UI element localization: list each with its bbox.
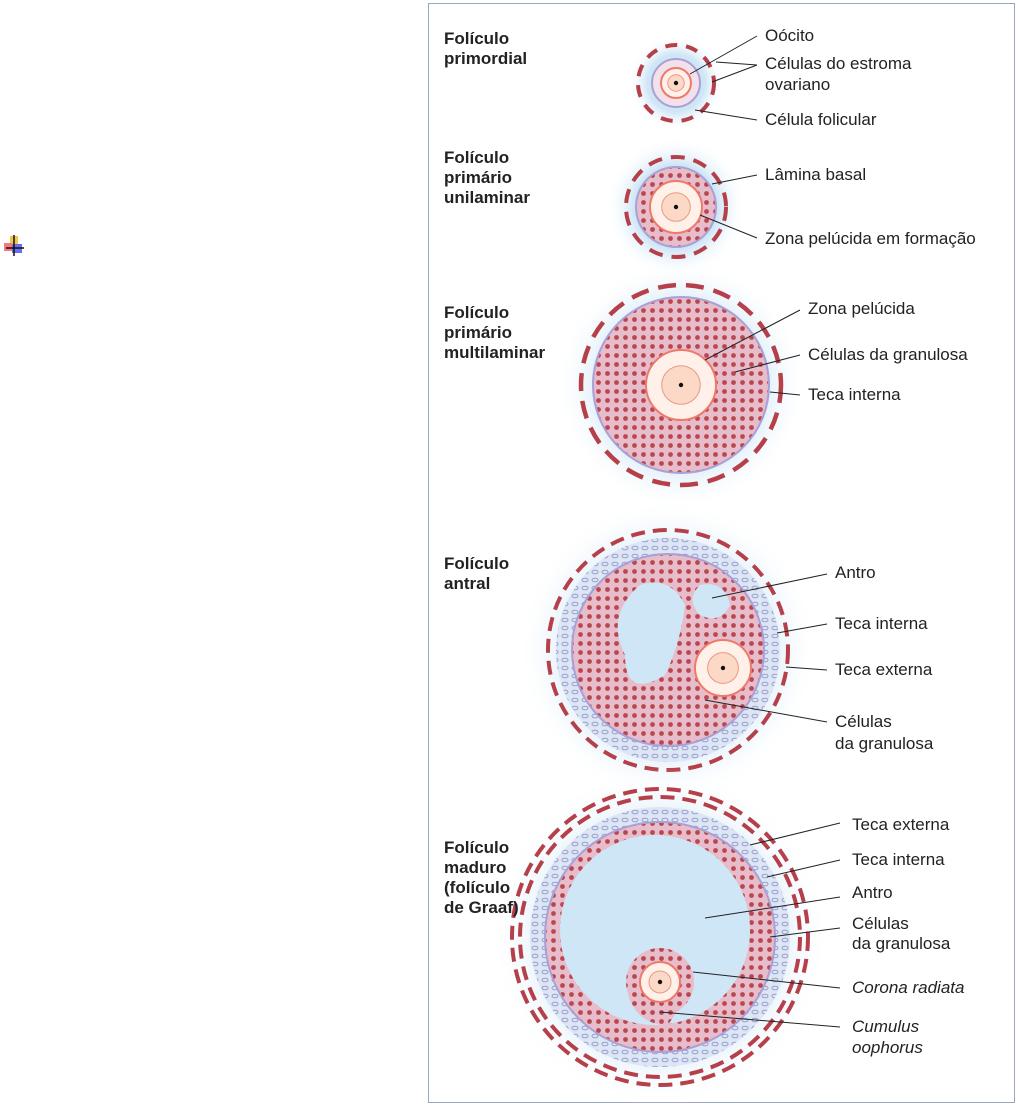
antral-antrum-small — [692, 584, 730, 619]
multilaminar-nucleus — [678, 382, 684, 388]
labels-primordial: Oócito Células do estroma ovariano Célul… — [689, 26, 912, 129]
mature-theca-externa-inner — [518, 795, 802, 1079]
stage-title-primordial: Folículo primordial — [444, 29, 527, 68]
svg-text:Teca externa: Teca externa — [852, 815, 950, 834]
svg-text:Células: Células — [835, 712, 892, 731]
svg-text:Teca interna: Teca interna — [808, 385, 901, 404]
svg-text:primário: primário — [444, 168, 512, 187]
svg-text:da granulosa: da granulosa — [852, 934, 951, 953]
svg-text:unilaminar: unilaminar — [444, 188, 530, 207]
labels-multilaminar: Zona pelúcida Células da granulosa Teca … — [704, 299, 968, 404]
svg-text:Teca interna: Teca interna — [835, 614, 928, 633]
labels-unilaminar: Lâmina basal Zona pelúcida em formação — [699, 165, 976, 248]
svg-text:(folículo: (folículo — [444, 878, 510, 897]
svg-text:Teca externa: Teca externa — [835, 660, 933, 679]
mature-theca-externa-outer — [510, 787, 810, 1087]
svg-text:Folículo: Folículo — [444, 303, 509, 322]
svg-text:Zona pelúcida: Zona pelúcida — [808, 299, 915, 318]
mature-cumulus-stalk — [628, 985, 678, 1025]
svg-text:Antro: Antro — [852, 883, 893, 902]
svg-text:antral: antral — [444, 574, 490, 593]
svg-text:Folículo: Folículo — [444, 554, 509, 573]
diagram-frame — [428, 3, 1015, 1103]
labels-mature: Teca externa Teca interna Antro Células … — [659, 815, 964, 1057]
svg-text:Células do estroma: Células do estroma — [765, 54, 912, 73]
mature-antrum — [560, 835, 750, 1025]
svg-text:Antro: Antro — [835, 563, 876, 582]
svg-text:Células: Células — [852, 914, 909, 933]
primordial-nucleus — [673, 80, 679, 86]
svg-text:primordial: primordial — [444, 49, 527, 68]
multilaminar-theca — [578, 282, 784, 488]
svg-text:Lâmina basal: Lâmina basal — [765, 165, 866, 184]
svg-text:ovariano: ovariano — [765, 75, 830, 94]
stage-title-primary-unilaminar: Folículo primário unilaminar — [444, 148, 530, 207]
stage-title-primary-multilaminar: Folículo primário multilaminar — [444, 303, 545, 362]
svg-text:Zona pelúcida em formação: Zona pelúcida em formação — [765, 229, 976, 248]
antral-nucleus — [720, 665, 726, 671]
antral-antrum — [617, 582, 685, 684]
svg-text:primário: primário — [444, 323, 512, 342]
svg-text:da granulosa: da granulosa — [835, 734, 934, 753]
svg-text:maduro: maduro — [444, 858, 506, 877]
unilaminar-nucleus — [673, 204, 679, 210]
unilaminar-stroma-cells — [624, 155, 728, 259]
svg-text:multilaminar: multilaminar — [444, 343, 545, 362]
svg-text:de Graaf): de Graaf) — [444, 898, 519, 917]
primordial-stroma-cells — [636, 43, 716, 123]
mature-nucleus — [657, 979, 663, 985]
svg-text:Folículo: Folículo — [444, 838, 509, 857]
svg-text:Cumulus: Cumulus — [852, 1017, 920, 1036]
svg-text:Oócito: Oócito — [765, 26, 814, 45]
svg-text:Teca interna: Teca interna — [852, 850, 945, 869]
labels-antral: Antro Teca interna Teca externa Células … — [704, 563, 934, 753]
svg-text:Folículo: Folículo — [444, 148, 509, 167]
stage-title-mature: Folículo maduro (folículo de Graaf) — [444, 838, 519, 917]
svg-text:oophorus: oophorus — [852, 1038, 923, 1057]
svg-text:Células da granulosa: Células da granulosa — [808, 345, 968, 364]
svg-text:Corona radiata: Corona radiata — [852, 978, 964, 997]
stage-title-antral: Folículo antral — [444, 554, 509, 593]
image-placeholder-icon — [4, 235, 24, 256]
svg-text:Célula folicular: Célula folicular — [765, 110, 877, 129]
svg-text:Folículo: Folículo — [444, 29, 509, 48]
